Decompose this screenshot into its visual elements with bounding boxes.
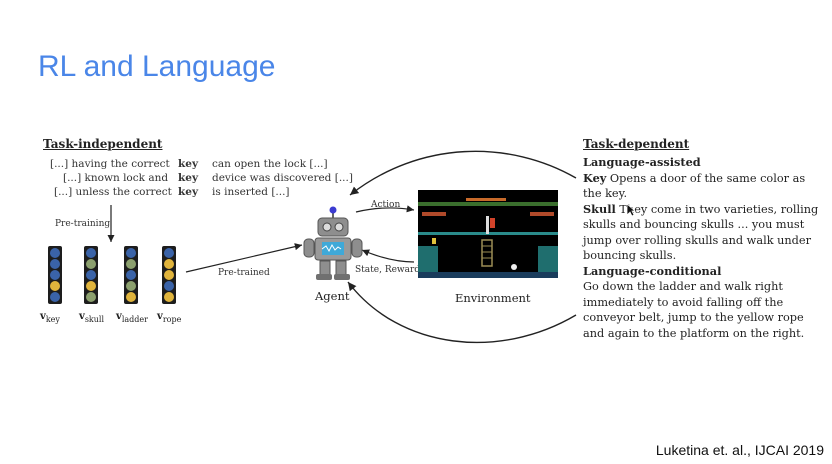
pretraining-label: Pre-training (55, 219, 111, 229)
context-key-2: key (178, 172, 199, 184)
pretrained-label: Pre-trained (218, 268, 270, 278)
context-right-1: can open the lock [...] (212, 158, 328, 170)
language-assisted-heading: Language-assisted (583, 155, 701, 169)
slide-title: RL and Language (38, 50, 276, 83)
vector-cell (50, 292, 60, 302)
vector-cell (86, 292, 96, 302)
vector-label-skull: vskull (79, 311, 105, 324)
vector-cell (86, 281, 96, 291)
vector-cell (86, 259, 96, 269)
vector-cell (86, 248, 96, 258)
vector-label-ladder: vladder (116, 311, 148, 324)
word-vectors (40, 246, 190, 308)
vector-skull (84, 246, 98, 304)
environment-label: Environment (455, 291, 531, 305)
vector-cell (50, 248, 60, 258)
vector-cell (126, 248, 136, 258)
mouse-cursor-icon (626, 203, 636, 217)
vector-label-key: vkey (40, 311, 60, 324)
action-label: Action (371, 200, 401, 210)
context-left-2: [...] known lock and (63, 172, 169, 184)
vector-cell (126, 281, 136, 291)
vector-cell (86, 270, 96, 280)
task-dependent-bottom-arrow (347, 281, 577, 344)
vector-label-rope: vrope (157, 311, 182, 324)
vector-cell (50, 281, 60, 291)
skull-description: Skull They come in two varieties, rollin… (583, 201, 819, 263)
vector-cell (164, 248, 174, 258)
context-right-2: device was discovered [...] (212, 172, 353, 184)
vector-cell (164, 270, 174, 280)
key-description: Key Opens a door of the same color as th… (583, 170, 806, 201)
vector-cell (164, 259, 174, 269)
vector-cell (164, 281, 174, 291)
pretrained-arrow (185, 243, 303, 273)
vector-cell (164, 292, 174, 302)
context-left-3: [...] unless the correct (54, 186, 172, 198)
citation: Luketina et. al., IJCAI 2019 (655, 442, 824, 458)
context-right-3: is inserted [...] (212, 186, 290, 198)
vector-ladder (124, 246, 138, 304)
state-reward-arrow (361, 249, 415, 263)
robot-agent-icon (303, 206, 363, 280)
vector-key (48, 246, 62, 304)
task-dependent-top-arrow (349, 150, 577, 196)
context-key-1: key (178, 158, 199, 170)
state-reward-label: State, Reward (355, 265, 421, 275)
environment-game-screen (418, 190, 558, 278)
vector-cell (50, 270, 60, 280)
task-independent-heading: Task-independent (43, 137, 163, 151)
vector-cell (126, 270, 136, 280)
language-conditional-text: Go down the ladder and walk right immedi… (583, 280, 805, 340)
vector-cell (50, 259, 60, 269)
task-dependent-heading: Task-dependent (583, 137, 690, 151)
agent-label: Agent (315, 289, 350, 303)
context-key-3: key (178, 186, 199, 198)
vector-cell (126, 292, 136, 302)
vector-cell (126, 259, 136, 269)
action-arrow (355, 205, 415, 213)
task-dependent-body: Language-assisted Key Opens a door of th… (583, 155, 823, 341)
vector-rope (162, 246, 176, 304)
language-conditional-heading: Language-conditional (583, 263, 722, 278)
context-left-1: [...] having the correct (50, 158, 170, 170)
